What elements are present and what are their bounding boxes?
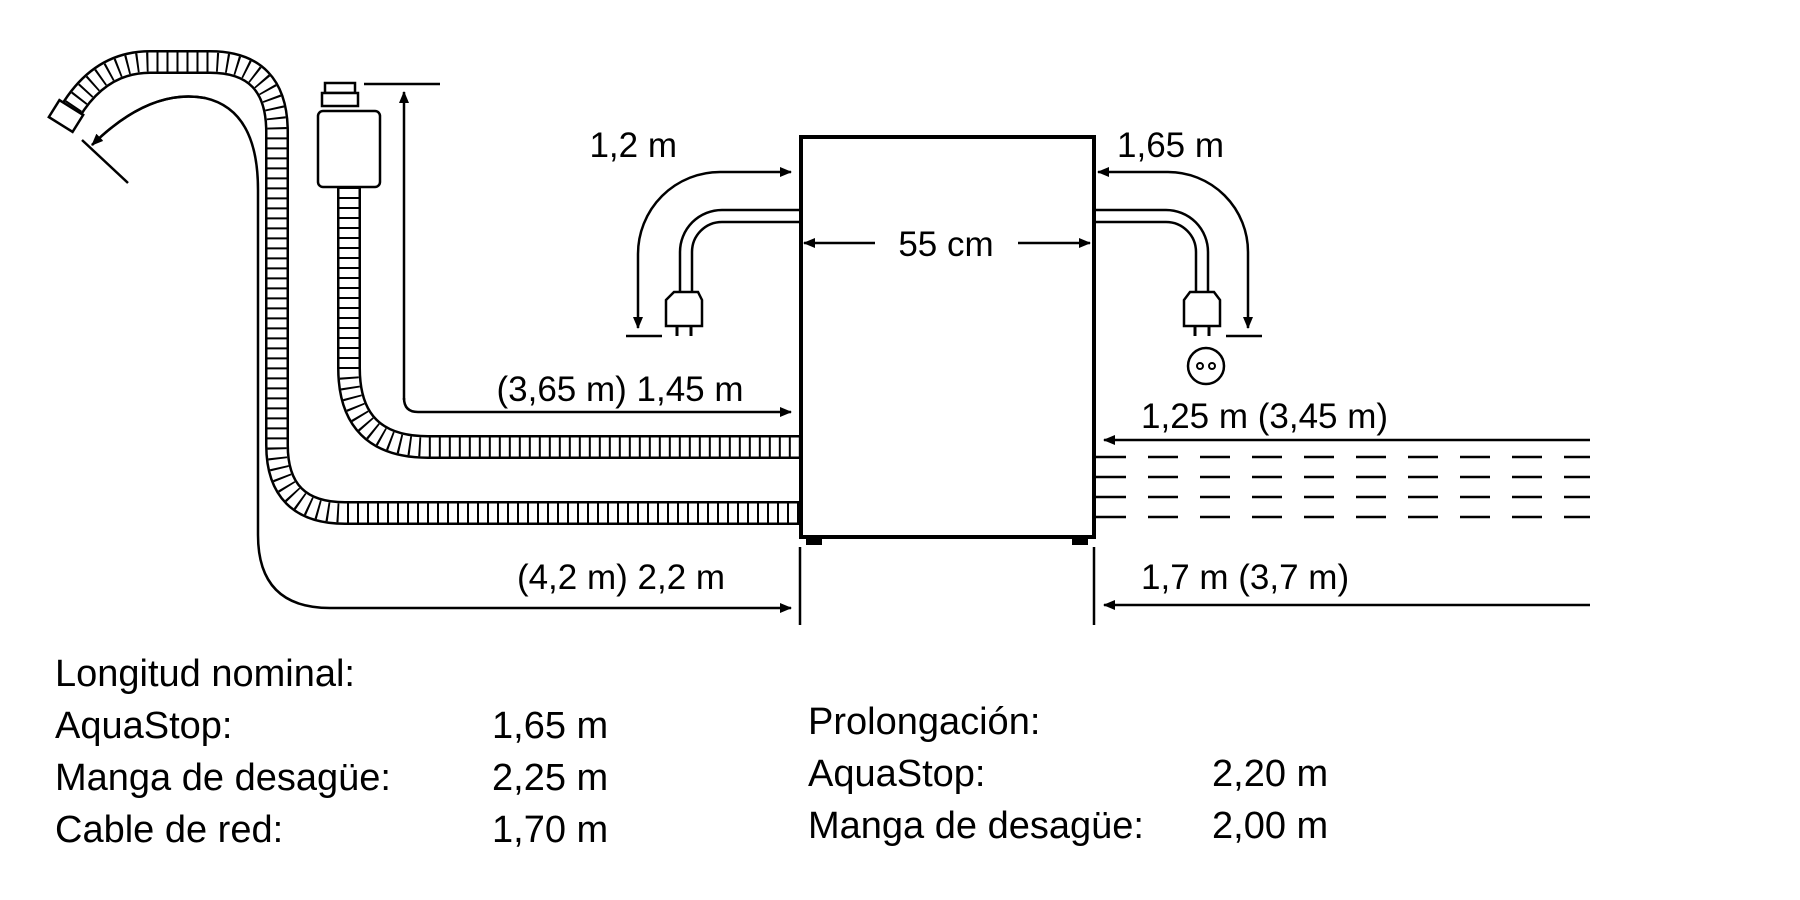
legend-row: AquaStop: 1,65 m [55, 700, 608, 752]
inlet-hose-right-label: 1,25 m (3,45 m) [1141, 397, 1388, 436]
left-cable-dimension: 1,2 m [589, 126, 792, 338]
legend-value: 1,65 m [492, 705, 609, 747]
socket-icon [1186, 346, 1226, 386]
extension-legend: Prolongación: AquaStop: 2,20 m Manga de … [808, 696, 1328, 852]
installation-diagram: 55 cm 1,2 m 1,65 m [47, 50, 1590, 625]
plug-icon [664, 290, 704, 336]
legend-title: Prolongación: [808, 696, 1328, 748]
legend-label: Cable de red: [55, 809, 284, 851]
left-power-cable [678, 208, 799, 292]
legend-value: 2,00 m [1212, 805, 1329, 847]
drain-hose-right-dimension: 1,7 m (3,7 m) [1103, 558, 1590, 610]
drain-hose-right-label: 1,7 m (3,7 m) [1141, 558, 1349, 597]
extension-hoses [1096, 455, 1590, 519]
right-power-cable [1096, 208, 1210, 292]
dishwasher-icon [799, 135, 1096, 545]
drain-hose-left-dimension: (4,2 m) 2,2 m [81, 95, 792, 613]
nominal-length-title: Longitud nominal: [55, 653, 355, 695]
hose-icon [337, 187, 799, 459]
width-label: 55 cm [898, 225, 993, 264]
legend-label: AquaStop: [55, 705, 233, 747]
extension-title: Prolongación: [808, 701, 1041, 743]
aquastop-valve-icon [316, 81, 382, 189]
legend-value: 2,25 m [492, 757, 609, 799]
right-cable-dimension: 1,65 m [1097, 126, 1262, 338]
drain-hose-left-label: (4,2 m) 2,2 m [517, 558, 725, 597]
plug-icon [1182, 290, 1222, 336]
inlet-hose-right-dimension: 1,25 m (3,45 m) [1103, 397, 1590, 445]
legend-row: AquaStop: 2,20 m [808, 748, 1328, 800]
legend-value: 1,70 m [492, 809, 609, 851]
legend-value: 2,20 m [1212, 753, 1329, 795]
legend-label: Manga de desagüe: [55, 757, 391, 799]
width-dimension: 55 cm [803, 225, 1091, 264]
legend-row: Manga de desagüe: 2,00 m [808, 800, 1328, 852]
hose-icon [47, 50, 799, 525]
legend-row: Manga de desagüe: 2,25 m [55, 752, 608, 804]
legend-title: Longitud nominal: [55, 648, 608, 700]
legend-label: AquaStop: [808, 753, 986, 795]
legend-row: Cable de red: 1,70 m [55, 804, 608, 856]
left-cable-label: 1,2 m [589, 126, 677, 165]
inlet-hose-left-dimension: (3,65 m) 1,45 m [364, 82, 792, 417]
inlet-hose-left-label: (3,65 m) 1,45 m [496, 370, 743, 409]
right-cable-label: 1,65 m [1117, 126, 1224, 165]
legend-label: Manga de desagüe: [808, 805, 1144, 847]
nominal-length-legend: Longitud nominal: AquaStop: 1,65 m Manga… [55, 648, 608, 856]
